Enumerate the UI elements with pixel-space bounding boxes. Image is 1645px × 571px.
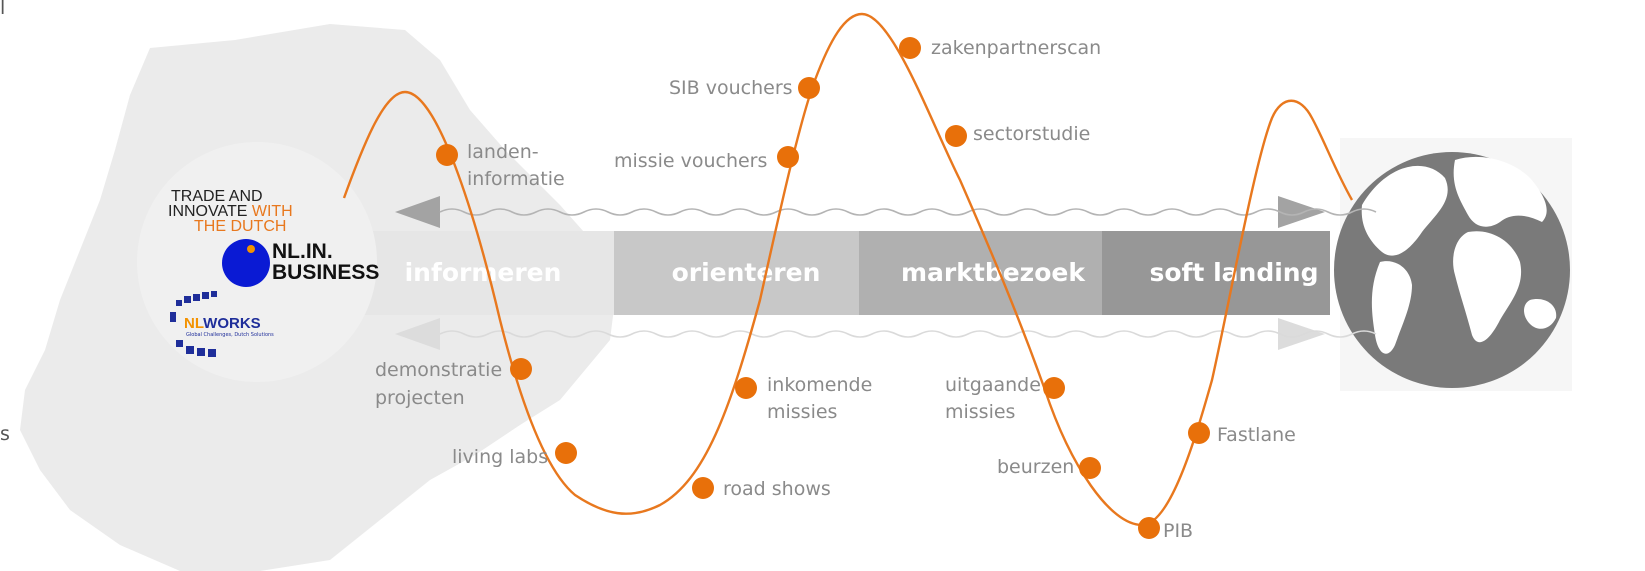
phase-label-orienteren: orienteren bbox=[672, 258, 821, 287]
svg-text:informatie: informatie bbox=[467, 168, 565, 190]
marker-zakenpartnerscan bbox=[899, 37, 921, 59]
svg-text:TRADE AND: TRADE AND bbox=[171, 188, 263, 205]
marker-missie-vouchers bbox=[777, 146, 799, 168]
svg-text:beurzen: beurzen bbox=[997, 456, 1074, 478]
marker-sib-vouchers bbox=[798, 77, 820, 99]
phase-label-informeren: informeren bbox=[405, 258, 562, 287]
svg-text:INNOVATE WITH: INNOVATE WITH bbox=[168, 203, 293, 220]
svg-text:NL.IN.: NL.IN. bbox=[272, 240, 333, 263]
marker-pib bbox=[1138, 517, 1160, 539]
outward-arrow bbox=[395, 196, 1377, 228]
svg-text:missie vouchers: missie vouchers bbox=[614, 150, 767, 172]
marker-inkomende-missies bbox=[735, 377, 757, 399]
svg-text:PIB: PIB bbox=[1163, 520, 1193, 542]
phase-label-marktbezoek: marktbezoek bbox=[901, 258, 1086, 287]
svg-text:THE DUTCH: THE DUTCH bbox=[194, 218, 286, 235]
svg-text:zakenpartnerscan: zakenpartnerscan bbox=[931, 37, 1101, 59]
globe-icon bbox=[1334, 138, 1572, 391]
svg-text:projecten: projecten bbox=[375, 387, 465, 409]
instrument-markers bbox=[436, 37, 1210, 539]
svg-text:missies: missies bbox=[945, 401, 1015, 423]
marker-beurzen bbox=[1079, 457, 1101, 479]
svg-text:SIB vouchers: SIB vouchers bbox=[669, 77, 793, 99]
inward-arrow bbox=[395, 318, 1377, 350]
svg-text:inkomende: inkomende bbox=[767, 374, 872, 396]
svg-text:living labs: living labs bbox=[452, 446, 548, 468]
partner-logos: TRADE AND INNOVATE WITH THE DUTCH NL.IN.… bbox=[137, 142, 379, 382]
instrument-labels: landen- informatie missie vouchers SIB v… bbox=[375, 37, 1296, 542]
phase-bar-marktbezoek bbox=[859, 231, 1102, 315]
marker-fastlane bbox=[1188, 422, 1210, 444]
phase-bar-informeren bbox=[352, 231, 614, 315]
marker-uitgaande-missies bbox=[1043, 377, 1065, 399]
svg-text:BUSINESS: BUSINESS bbox=[272, 261, 379, 284]
marker-landen-informatie bbox=[436, 144, 458, 166]
instrument-flow-curve bbox=[342, 12, 1354, 527]
marker-demonstratie-projecten bbox=[510, 358, 532, 380]
marker-sectorstudie bbox=[945, 125, 967, 147]
marker-road-shows bbox=[692, 477, 714, 499]
edge-fragment-top-left: l bbox=[0, 0, 5, 19]
svg-text:demonstratie: demonstratie bbox=[375, 359, 502, 381]
svg-text:uitgaande: uitgaande bbox=[945, 374, 1041, 396]
svg-text:road shows: road shows bbox=[723, 478, 831, 500]
svg-text:Fastlane: Fastlane bbox=[1217, 424, 1296, 446]
svg-text:Global Challenges, Dutch Solut: Global Challenges, Dutch Solutions bbox=[186, 332, 274, 338]
marker-living-labs bbox=[555, 442, 577, 464]
svg-text:landen-: landen- bbox=[467, 141, 539, 163]
nlworks-logo: NLWORKS Global Challenges, Dutch Solutio… bbox=[170, 291, 274, 357]
svg-text:NLWORKS: NLWORKS bbox=[184, 315, 261, 332]
svg-text:missies: missies bbox=[767, 401, 837, 423]
phase-bar-orienteren bbox=[614, 231, 859, 315]
phase-bar-soft-landing bbox=[1102, 231, 1330, 315]
edge-fragment-bottom-left: s bbox=[0, 423, 10, 445]
svg-text:sectorstudie: sectorstudie bbox=[973, 123, 1090, 145]
nl-in-business-logo: NL.IN. BUSINESS bbox=[222, 239, 379, 287]
trade-and-innovate-logo: TRADE AND INNOVATE WITH THE DUTCH bbox=[168, 188, 293, 235]
